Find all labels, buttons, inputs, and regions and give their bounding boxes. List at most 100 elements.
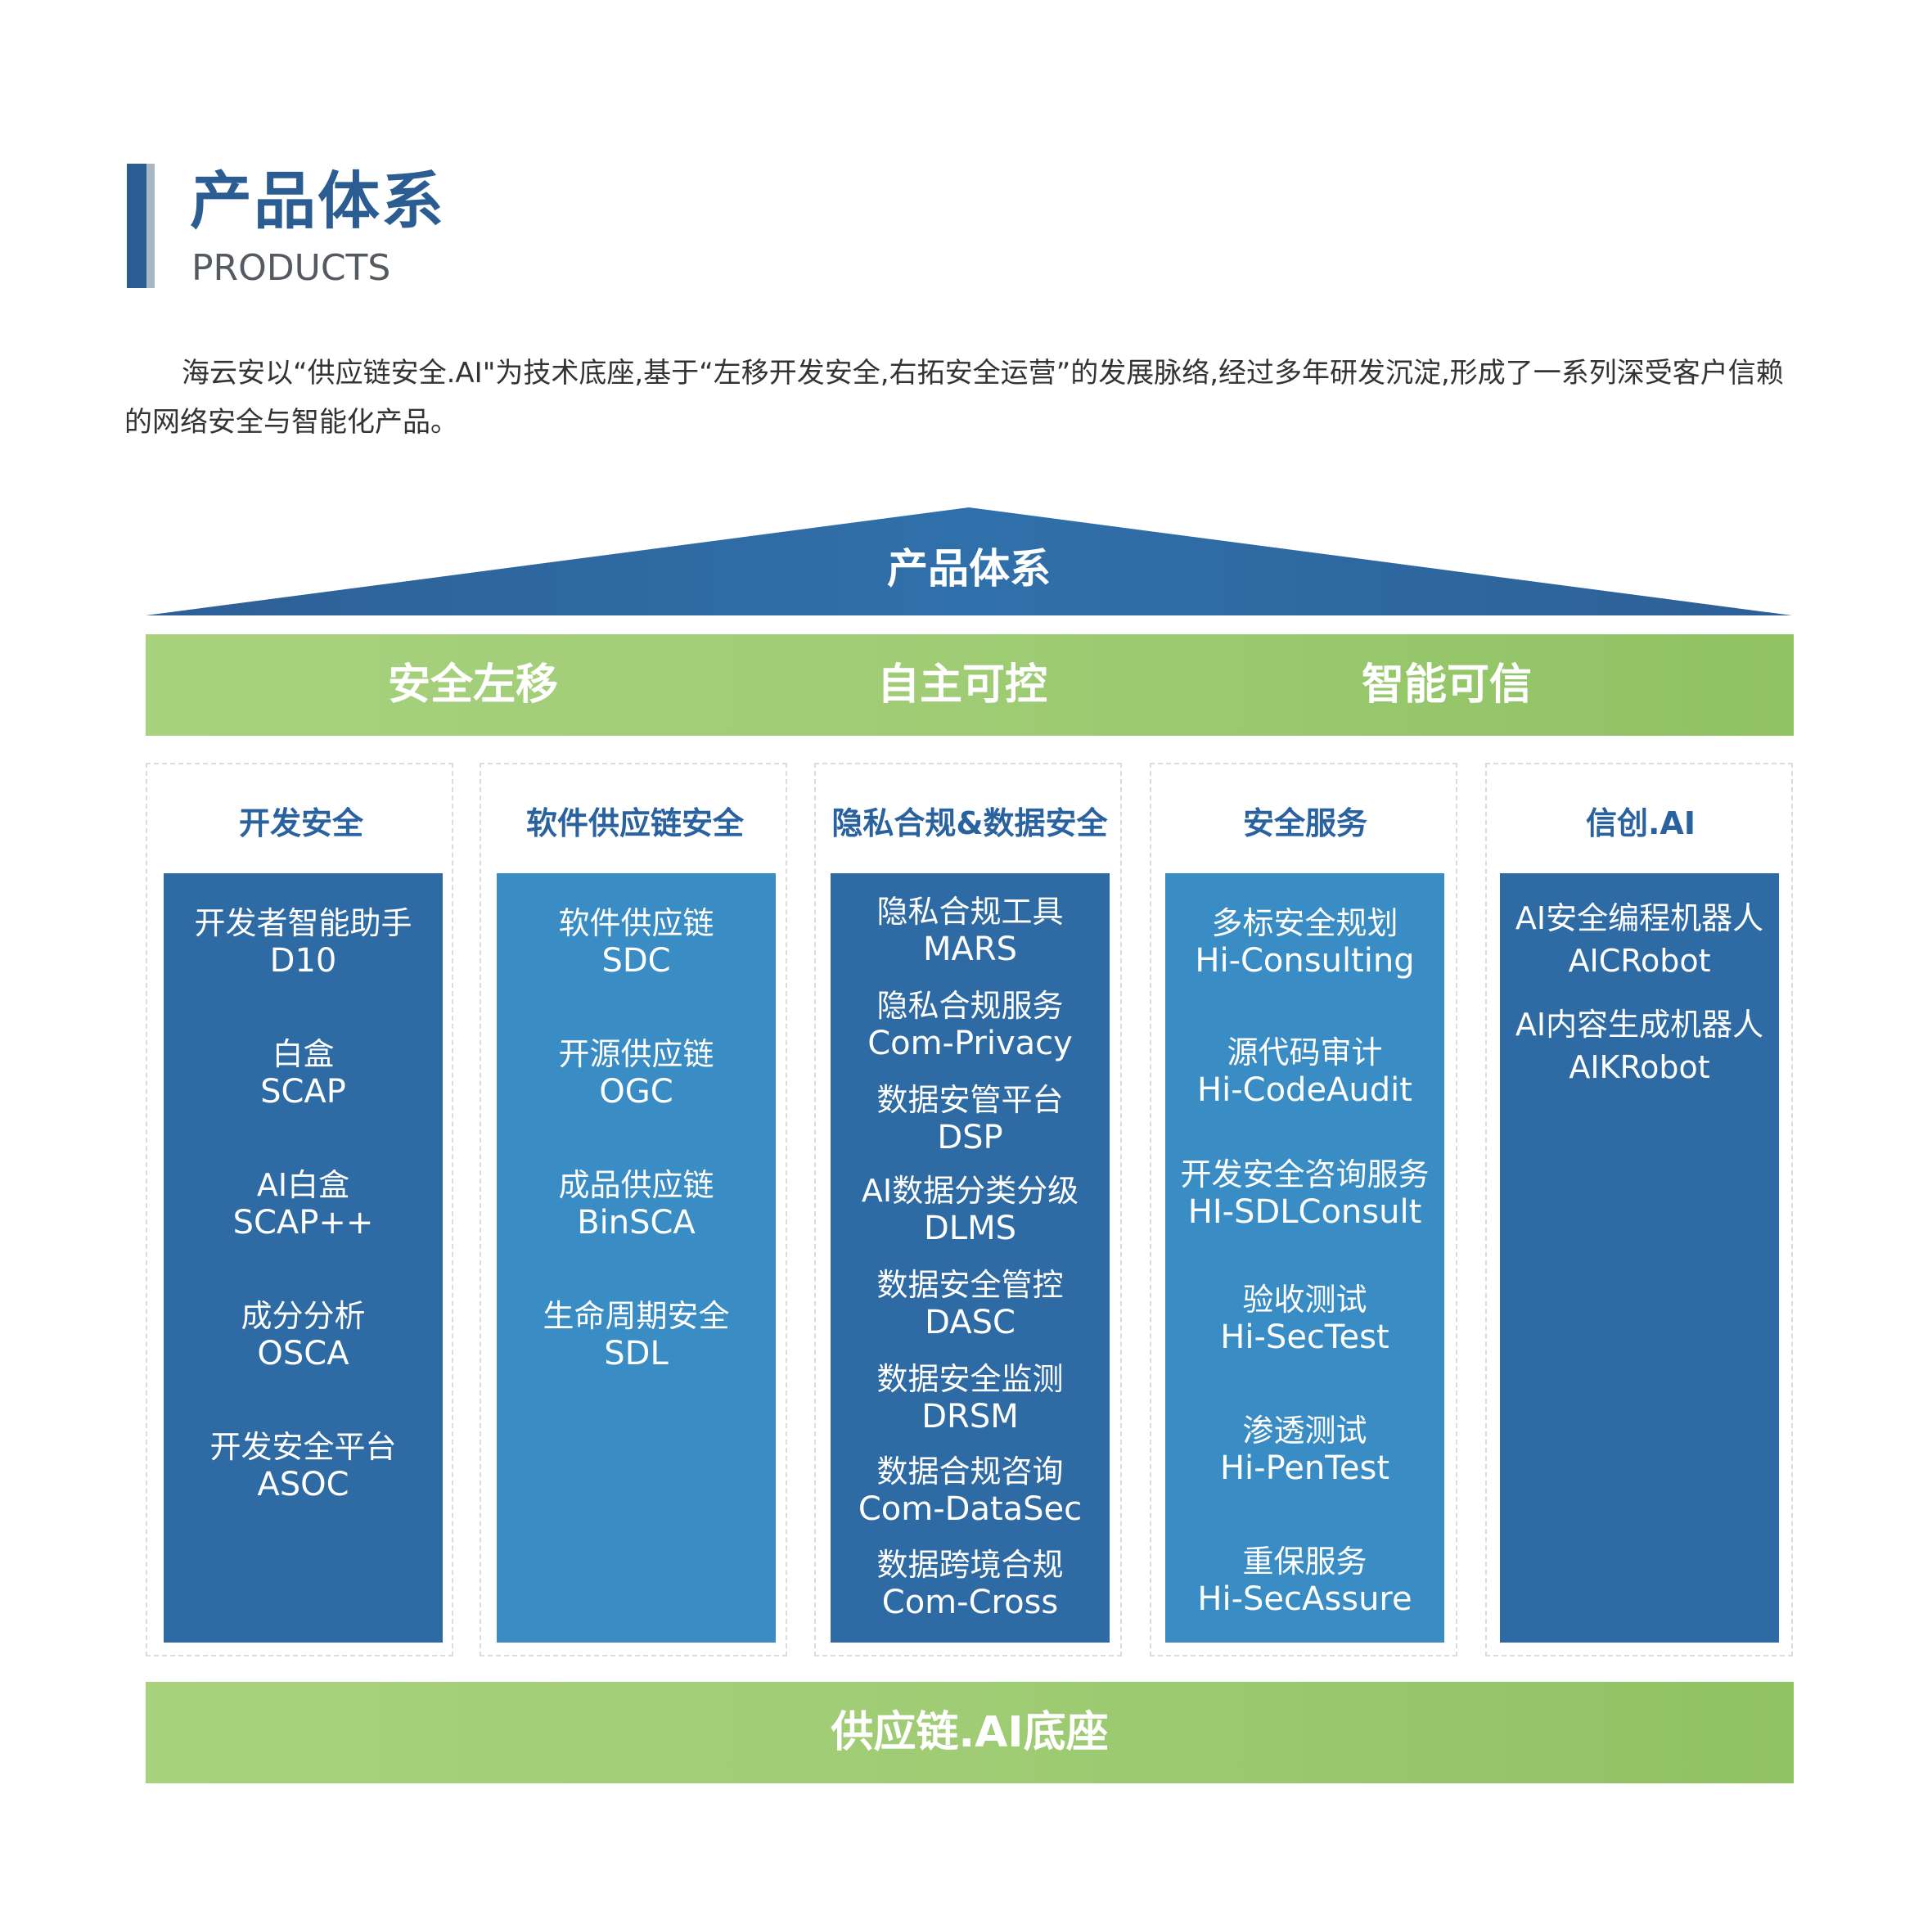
product-item: 成品供应链 BinSCA [497, 1166, 776, 1242]
product-code: SCAP++ [232, 1204, 374, 1242]
pillar-shift-left: 安全左移 [387, 660, 558, 710]
product-code: MARS [922, 931, 1018, 968]
product-item: AI数据分类分级 DLMS [831, 1172, 1110, 1247]
product-code: SDC [601, 942, 671, 980]
column-heading-dev-security: 开发安全 [238, 805, 363, 841]
roof-label: 产品体系 [887, 545, 1051, 593]
product-item: 数据合规咨询 Com-DataSec [831, 1453, 1110, 1528]
product-item: 重保服务 Hi-SecAssure [1165, 1543, 1444, 1618]
roof-triangle [146, 507, 1792, 615]
product-item: 开发安全平台 ASOC [164, 1428, 443, 1503]
product-name: 开发安全咨询服务 [1180, 1156, 1430, 1192]
product-code: Hi-PenTest [1219, 1449, 1390, 1487]
column-frame-xinchuang-ai [1485, 763, 1793, 1656]
column-box-xinchuang-ai: AI安全编程机器人 AICRobot AI内容生成机器人 AIKRobot [1500, 873, 1779, 1643]
product-name: 软件供应链 [558, 905, 714, 941]
product-name: AI内容生成机器人 [1515, 1007, 1764, 1043]
product-code: DRSM [921, 1398, 1019, 1435]
page-title: 产品体系 [190, 165, 445, 237]
product-item: 验收测试 Hi-SecTest [1165, 1281, 1444, 1356]
product-item: 白盒 SCAP [164, 1035, 443, 1111]
product-item: 数据安全管控 DASC [831, 1266, 1110, 1341]
product-code: Com-Privacy [867, 1025, 1073, 1062]
product-item: 数据安管平台 DSP [831, 1081, 1110, 1156]
product-item: 开源供应链 OGC [497, 1035, 776, 1111]
product-name: 开源供应链 [558, 1036, 714, 1072]
foundation-label: 供应链.AI底座 [831, 1708, 1109, 1757]
product-code: AIKRobot [1569, 1049, 1710, 1085]
product-code: HI-SDLConsult [1187, 1193, 1422, 1231]
product-code: BinSCA [577, 1204, 696, 1242]
product-name: 隐私合规服务 [876, 988, 1064, 1024]
product-name: AI白盒 [256, 1167, 350, 1203]
page-subtitle: PRODUCTS [191, 247, 391, 289]
product-name: 白盒 [272, 1036, 335, 1072]
column-heading-security-services: 安全服务 [1242, 805, 1367, 841]
column-frame-privacy-data [814, 763, 1122, 1656]
product-name: 成品供应链 [558, 1167, 714, 1203]
product-code: OSCA [257, 1335, 349, 1372]
product-code: OGC [599, 1073, 673, 1111]
product-item: 开发安全咨询服务 HI-SDLConsult [1165, 1156, 1444, 1231]
product-code: SCAP [260, 1073, 346, 1111]
product-code: SDL [604, 1335, 669, 1372]
product-name: 数据跨境合规 [876, 1547, 1064, 1583]
column-box-dev-security: 开发者智能助手 D10 白盒 SCAP AI白盒 SCAP++ 成分分析 OSC… [164, 873, 443, 1643]
product-item: 隐私合规服务 Com-Privacy [831, 987, 1110, 1062]
product-item: 开发者智能助手 D10 [164, 904, 443, 980]
product-item: 隐私合规工具 MARS [831, 893, 1110, 968]
column-box-security-services: 多标安全规划 Hi-Consulting 源代码审计 Hi-CodeAudit … [1165, 873, 1444, 1643]
product-code: ASOC [257, 1466, 349, 1503]
product-item: 源代码审计 Hi-CodeAudit [1165, 1034, 1444, 1109]
product-name: 成分分析 [241, 1298, 366, 1334]
title-accent-bar-light [146, 164, 155, 288]
column-frame-security-services [1150, 763, 1457, 1656]
column-box-privacy-data: 隐私合规工具 MARS 隐私合规服务 Com-Privacy 数据安管平台 DS… [831, 873, 1110, 1643]
product-item: 渗透测试 Hi-PenTest [1165, 1412, 1444, 1487]
roof: 产品体系 [146, 507, 1792, 615]
title-accent-bar-dark [127, 164, 146, 288]
product-code: DASC [925, 1304, 1016, 1341]
product-item: 多标安全规划 Hi-Consulting [1165, 904, 1444, 980]
pillars-band: 安全左移 自主可控 智能可信 [146, 634, 1794, 736]
product-name: 数据安全监测 [876, 1361, 1064, 1397]
column-box-supply-chain: 软件供应链 SDC 开源供应链 OGC 成品供应链 BinSCA 生命周期安全 … [497, 873, 776, 1643]
product-code: AICRobot [1568, 943, 1711, 979]
product-name: 渗透测试 [1242, 1413, 1367, 1449]
product-item: 生命周期安全 SDL [497, 1297, 776, 1372]
product-code: DLMS [924, 1210, 1016, 1247]
product-code: Hi-CodeAudit [1197, 1071, 1412, 1109]
product-item: 数据跨境合规 Com-Cross [831, 1546, 1110, 1621]
column-frame-dev-security [146, 763, 453, 1656]
title-accent-bar [127, 164, 155, 288]
pillar-self-control: 自主可控 [876, 660, 1047, 710]
product-name: 隐私合规工具 [876, 894, 1064, 930]
product-code: Hi-SecTest [1220, 1318, 1389, 1356]
product-name: AI安全编程机器人 [1515, 900, 1764, 936]
product-code: DSP [937, 1119, 1003, 1156]
product-item: AI白盒 SCAP++ [164, 1166, 443, 1242]
product-code: Hi-SecAssure [1197, 1580, 1412, 1618]
product-item: 软件供应链 SDC [497, 904, 776, 980]
product-name: 源代码审计 [1227, 1034, 1383, 1070]
product-code: Com-DataSec [858, 1490, 1083, 1528]
product-name: 重保服务 [1242, 1544, 1367, 1580]
foundation-band: 供应链.AI底座 [146, 1682, 1794, 1783]
column-heading-privacy-data: 隐私合规&数据安全 [831, 805, 1108, 841]
product-name: 数据合规咨询 [876, 1454, 1064, 1490]
product-name: 生命周期安全 [543, 1298, 730, 1334]
product-item: AI内容生成机器人 AIKRobot [1500, 1003, 1779, 1088]
column-heading-supply-chain: 软件供应链安全 [525, 805, 744, 841]
intro-paragraph: 海云安以“供应链安全.AI"为技术底座,基于“左移开发安全,右拓安全运营”的发展… [124, 357, 1784, 439]
product-code: D10 [269, 942, 337, 980]
product-name: 数据安管平台 [876, 1082, 1064, 1118]
product-name: 开发安全平台 [209, 1429, 397, 1465]
product-item: 数据安全监测 DRSM [831, 1360, 1110, 1435]
column-heading-xinchuang-ai: 信创.AI [1586, 805, 1696, 841]
product-name: 开发者智能助手 [194, 905, 412, 941]
product-name: 验收测试 [1242, 1282, 1367, 1318]
product-name: 多标安全规划 [1211, 905, 1398, 941]
product-item: AI安全编程机器人 AICRobot [1500, 896, 1779, 981]
product-item: 成分分析 OSCA [164, 1297, 443, 1372]
product-name: 数据安全管控 [876, 1267, 1064, 1303]
